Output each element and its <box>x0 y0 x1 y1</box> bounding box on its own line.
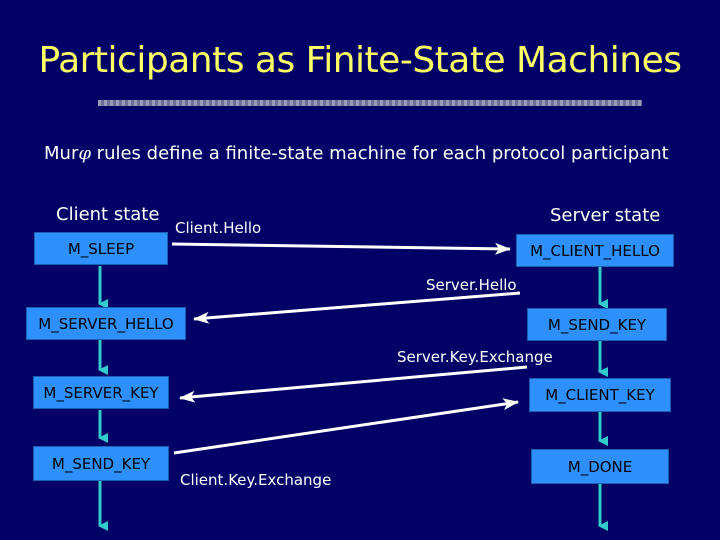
server-hello-message-arrow <box>193 291 521 324</box>
message-label-server-key-exchange: Server.Key.Exchange <box>397 348 553 366</box>
phi-symbol: φ <box>78 143 91 164</box>
slide-title: Participants as Finite-State Machines <box>38 40 682 81</box>
client-state-m-sleep: M_SLEEP <box>34 232 168 265</box>
server-state-m-client-key: M_CLIENT_KEY <box>529 378 671 412</box>
client-state-heading: Client state <box>56 204 160 225</box>
subtitle-prefix: Mur <box>44 143 79 164</box>
server-state-m-done: M_DONE <box>531 449 669 484</box>
message-label-client-key-exchange: Client.Key.Exchange <box>180 471 332 489</box>
client-state-m-server-key: M_SERVER_KEY <box>33 376 169 409</box>
server-key-exchange-message-arrow <box>179 365 528 403</box>
server-state-m-client-hello: M_CLIENT_HELLO <box>516 234 674 267</box>
client-state-m-send-key: M_SEND_KEY <box>33 446 169 481</box>
slide-subtitle: Murφ rules define a finite-state machine… <box>44 143 669 164</box>
message-label-client-hello: Client.Hello <box>175 219 262 237</box>
server-state-m-send-key: M_SEND_KEY <box>527 308 667 341</box>
server-state-heading: Server state <box>550 205 661 226</box>
client-hello-message-arrow <box>171 242 511 255</box>
subtitle-rest: rules define a finite-state machine for … <box>90 143 669 164</box>
title-divider <box>98 100 642 106</box>
client-key-exchange-message-arrow <box>173 398 519 455</box>
message-label-server-hello: Server.Hello <box>426 276 517 294</box>
client-state-m-server-hello: M_SERVER_HELLO <box>26 307 186 340</box>
